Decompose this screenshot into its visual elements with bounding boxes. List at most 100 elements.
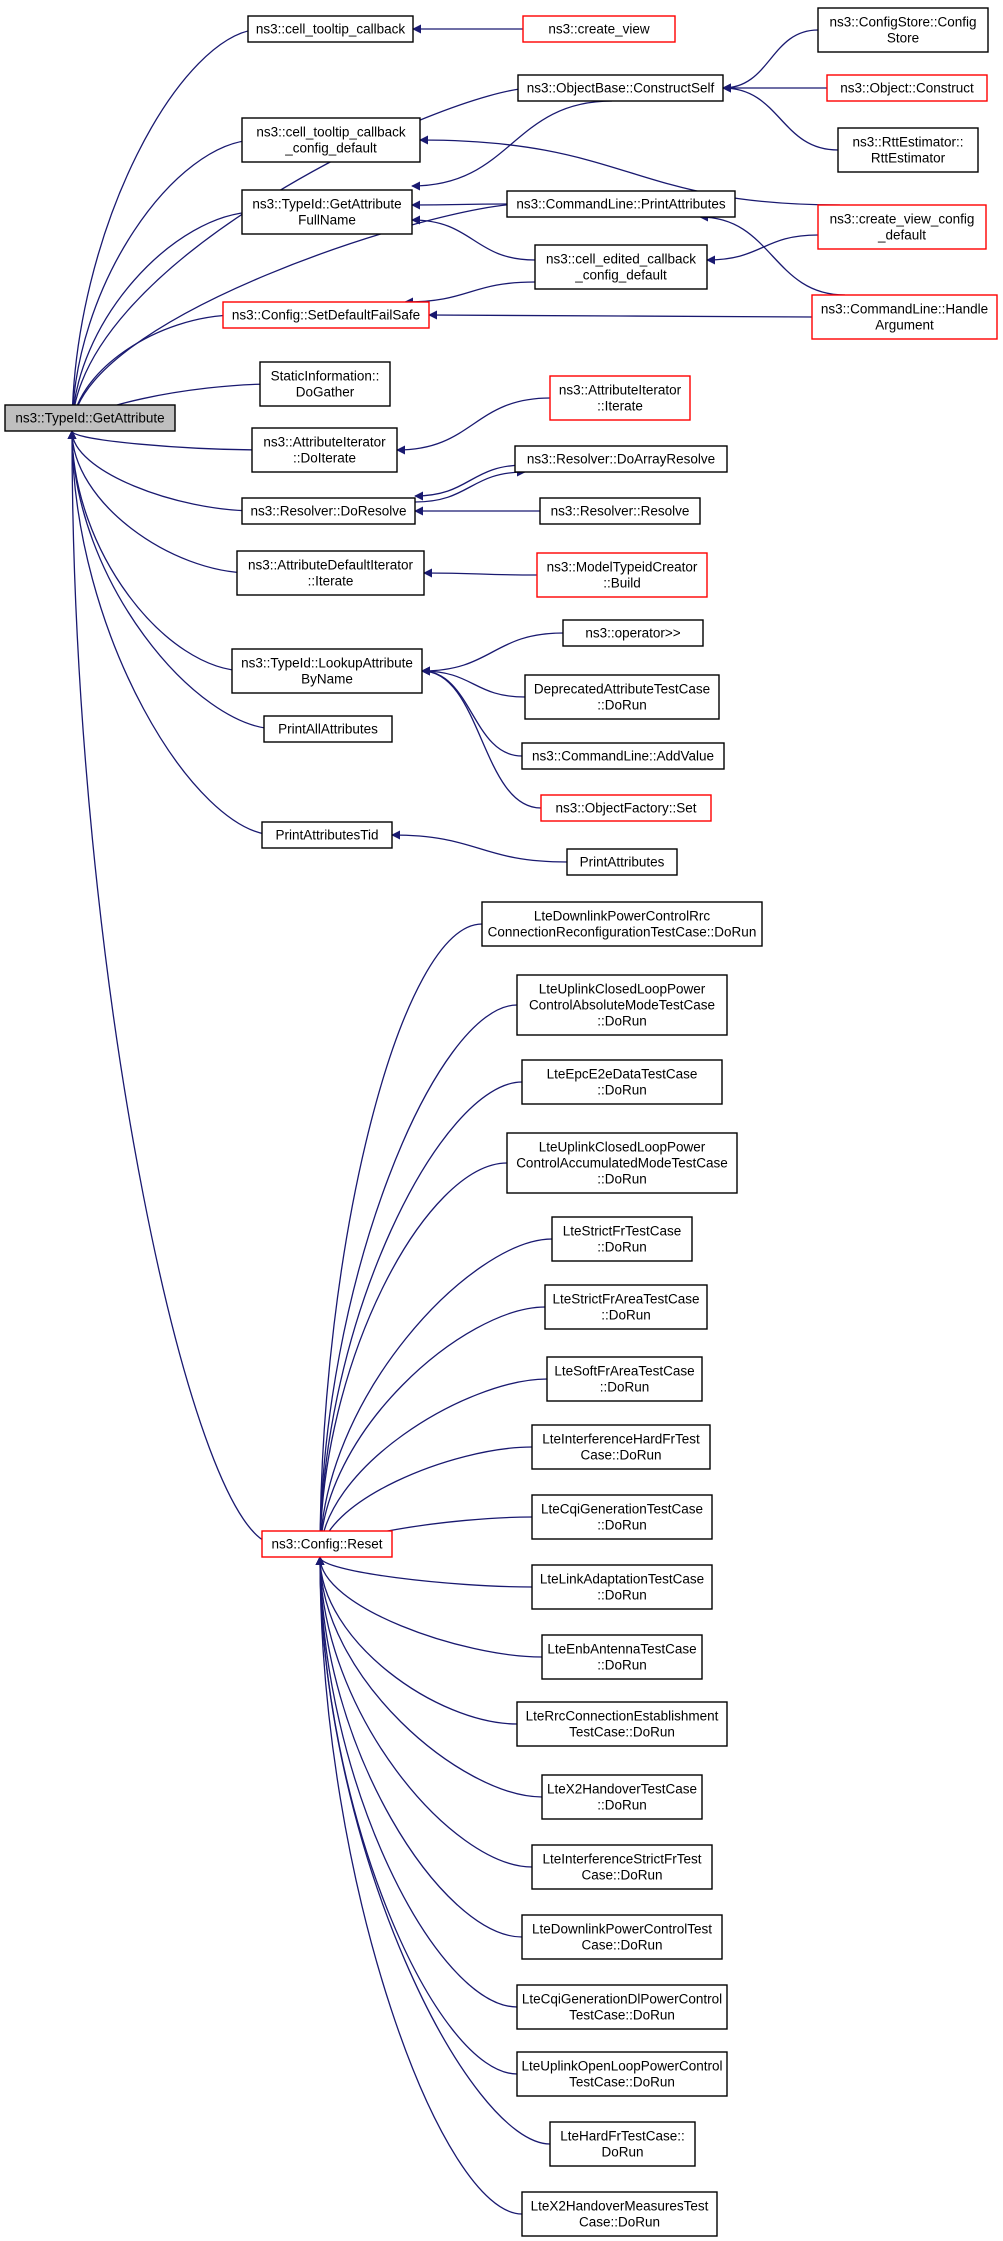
node-ns3-config-reset[interactable]: ns3::Config::Reset [261,1530,393,1558]
node-ns3-attributedefaultiterator-iterate[interactable]: ns3::AttributeDefaultIterator::Iterate [236,550,425,596]
node-printallattributes[interactable]: PrintAllAttributes [263,715,393,743]
node-ltesoftfrareatestcase-dorun[interactable]: LteSoftFrAreaTestCase::DoRun [546,1356,703,1402]
node-ltelinkadaptationtestcase-dorun[interactable]: LteLinkAdaptationTestCase::DoRun [531,1564,713,1610]
node-ns3-modeltypeidcreator-build[interactable]: ns3::ModelTypeidCreator::Build [536,552,708,598]
node-lteuplinkopenlooppowercontrol-testcase-dorun[interactable]: LteUplinkOpenLoopPowerControlTestCase::D… [516,2051,728,2097]
node-ns3-cell-tooltip-callback[interactable]: ns3::cell_tooltip_callback [247,15,414,43]
node-ns3-object-construct[interactable]: ns3::Object::Construct [826,74,988,102]
edge-l16-to-n30 [315,1556,518,2008]
node-lteuplinkclosedlooppower-controlaccumulatedmodetestcase-dorun[interactable]: LteUplinkClosedLoopPowerControlAccumulat… [506,1132,738,1194]
edge-n28-to-root [67,430,276,836]
node-ns3-cell-tooltip-callback-config-default[interactable]: ns3::cell_tooltip_callback_config_defaul… [241,117,421,163]
node-label: TestCase::DoRun [569,2075,675,2090]
node-ltex2handovertestcase-dorun[interactable]: LteX2HandoverTestCase::DoRun [541,1774,703,1820]
node-box [546,1356,703,1402]
node-printattributestid[interactable]: PrintAttributesTid [261,821,393,849]
node-label: LteEnbAntennaTestCase [547,1642,696,1657]
node-label: ns3::ConfigStore::Config [829,15,976,30]
node-box [521,742,725,770]
node-label: ns3::AttributeIterator [559,383,682,398]
node-box [817,204,987,250]
node-lterrcconnectionestablishment-testcase-dorun[interactable]: LteRrcConnectionEstablishmentTestCase::D… [516,1701,728,1747]
edge-arrow [315,1556,533,1588]
edge-arrow [67,430,276,836]
node-ns3-create-view-config-default[interactable]: ns3::create_view_config_default [817,204,987,250]
edge-l6-to-n30 [315,1306,546,1558]
node-ns3-resolver-doarrayresolve[interactable]: ns3::Resolver::DoArrayResolve [514,445,728,473]
node-ns3-attributeiterator-iterate[interactable]: ns3::AttributeIterator::Iterate [549,375,691,421]
node-lteepce2edatatestcase-dorun[interactable]: LteEpcE2eDataTestCase::DoRun [521,1059,723,1105]
edge-arrow [315,1556,551,2145]
node-ns3-commandline-printattributes[interactable]: ns3::CommandLine::PrintAttributes [506,190,736,218]
edge-arrow [315,1556,543,1658]
node-box [536,552,708,598]
node-label: ::DoIterate [293,451,356,466]
node-staticinformation-dogather[interactable]: StaticInformation::DoGather [259,361,391,407]
node-label: LteHardFrTestCase:: [560,2129,685,2144]
node-ns3-objectfactory-set[interactable]: ns3::ObjectFactory::Set [540,794,712,822]
node-label: LteX2HandoverMeasuresTest [531,2199,709,2214]
node-ns3-rttestimator-rttestimator[interactable]: ns3::RttEstimator::RttEstimator [837,127,979,173]
node-ns3-create-view[interactable]: ns3::create_view [522,15,676,43]
node-ns3-configstore-config-store[interactable]: ns3::ConfigStore::ConfigStore [817,7,989,53]
edge-arrow [315,1556,533,1868]
edge-n11-to-n12 [404,281,536,307]
node-box [551,1216,693,1262]
node-ltestrictfrtestcase-dorun[interactable]: LteStrictFrTestCase::DoRun [551,1216,693,1262]
node-box [540,794,712,822]
edge-n13-to-n10 [699,212,846,296]
node-ns3-commandline-addvalue[interactable]: ns3::CommandLine::AddValue [521,742,725,770]
node-label: LteDownlinkPowerControlTest [532,1922,712,1937]
node-label: DoGather [296,385,355,400]
node-lteenbantennatestcase-dorun[interactable]: LteEnbAntennaTestCase::DoRun [541,1634,703,1680]
edge-n9-to-n3 [411,100,613,191]
edge-arrow [414,467,526,503]
node-deprecatedattributetestcase-dorun[interactable]: DeprecatedAttributeTestCase::DoRun [524,674,720,720]
node-label: ns3::CommandLine::AddValue [532,749,714,764]
node-box [516,1984,728,2030]
node-ns3-attributeiterator-doiterate[interactable]: ns3::AttributeIterator::DoIterate [251,427,398,473]
node-label: ns3::AttributeIterator [263,435,386,450]
node-ltedownlinkpowercontrolrrc-connectionreconfigurationtestcase-dorun[interactable]: LteDownlinkPowerControlRrcConnectionReco… [481,901,763,947]
node-label: ns3::AttributeDefaultIterator [248,558,414,573]
node-ns3-cell-edited-callback-config-default[interactable]: ns3::cell_edited_callback_config_default [534,244,708,290]
edge-arrow [67,430,277,730]
node-label: PrintAttributes [580,855,665,870]
node-ns3-objectbase-constructself[interactable]: ns3::ObjectBase::ConstructSelf [517,74,724,102]
edge-arrow [315,1556,518,1725]
edge-arrow [404,281,536,307]
node-ns3-resolver-doresolve[interactable]: ns3::Resolver::DoResolve [241,497,416,525]
node-label: Case::DoRun [580,1448,661,1463]
edge-n10-to-n9 [411,200,508,210]
node-label: PrintAllAttributes [278,722,378,737]
node-label: ::DoRun [601,1308,651,1323]
node-label: _default [877,228,926,243]
node-label: ns3::cell_edited_callback [546,252,696,267]
node-ns3-config-setdefaultfailsafe[interactable]: ns3::Config::SetDefaultFailSafe [222,301,430,329]
node-ns3-operator[interactable]: ns3::operator>> [562,619,704,647]
edge-l10-to-n30 [315,1556,533,1588]
node-ltecqigenerationtestcase-dorun[interactable]: LteCqiGenerationTestCase::DoRun [531,1494,713,1540]
node-ltehardfrtestcase-dorun[interactable]: LteHardFrTestCase::DoRun [549,2121,696,2167]
node-box [826,74,988,102]
node-label: ::DoRun [597,1172,647,1187]
node-box [516,2051,728,2097]
node-lteuplinkclosedlooppower-controlabsolutemodetestcase-dorun[interactable]: LteUplinkClosedLoopPowerControlAbsoluteM… [516,974,728,1036]
node-box [506,1132,738,1194]
edge-n13-to-n12 [428,310,813,320]
node-printattributes[interactable]: PrintAttributes [566,848,678,876]
edge-n20-to-root [67,430,252,574]
node-ltestrictfrareatestcase-dorun[interactable]: LteStrictFrAreaTestCase::DoRun [544,1284,708,1330]
node-box [811,294,998,340]
node-ltecqigenerationdlpowercontrol-testcase-dorun[interactable]: LteCqiGenerationDlPowerControlTestCase::… [516,1984,728,2030]
node-ns3-resolver-resolve[interactable]: ns3::Resolver::Resolve [539,497,701,525]
edge-arrow [315,1004,518,1558]
edge-n9-to-root [67,211,257,432]
